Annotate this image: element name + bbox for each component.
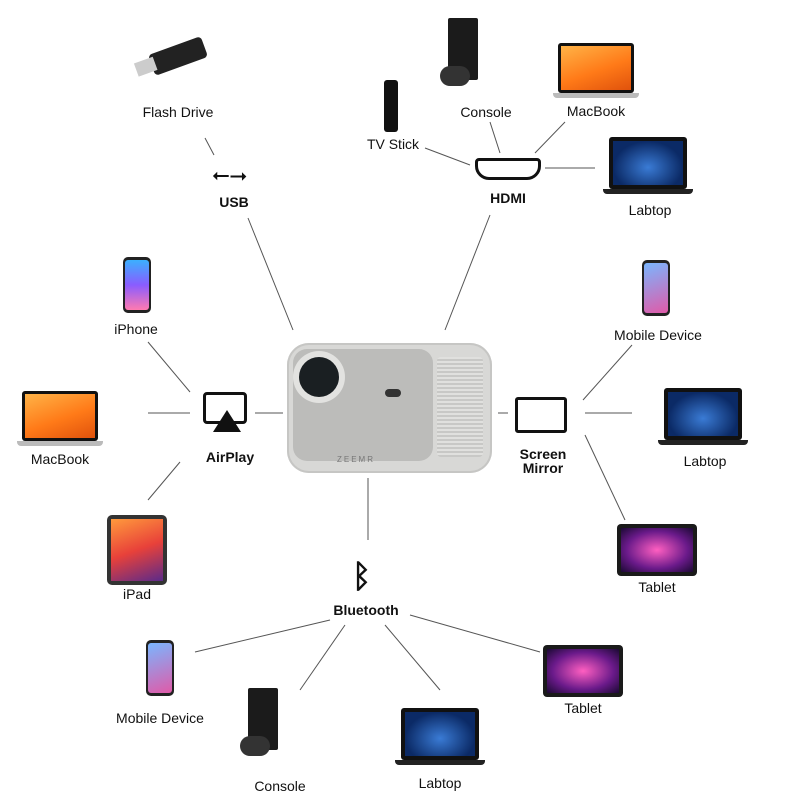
- airplay-label: AirPlay: [205, 449, 255, 465]
- tablet-label-mirror: Tablet: [638, 579, 676, 595]
- bluetooth-label: Bluetooth: [333, 602, 399, 618]
- laptop-label-hdmi: Labtop: [628, 202, 672, 218]
- hdmi-label: HDMI: [490, 190, 526, 206]
- bluetooth-icon: ᛒ: [352, 558, 372, 594]
- screen-mirror-icon: [515, 397, 567, 433]
- usb-icon: ⭠⭢: [212, 162, 248, 187]
- projector-brand: ZEEMR: [337, 455, 375, 464]
- macbook-label-hdmi: MacBook: [566, 103, 626, 119]
- iphone-icon: [123, 257, 151, 313]
- airplay-icon: [203, 392, 253, 432]
- console-label-bt: Console: [254, 778, 306, 794]
- mobile-device-icon-mirror: [642, 260, 670, 316]
- tv-stick-label: TV Stick: [366, 136, 420, 152]
- ipad-icon: [107, 515, 167, 585]
- macbook-label-airplay: MacBook: [30, 451, 90, 467]
- tablet-label-bt: Tablet: [564, 700, 602, 716]
- tablet-icon-mirror: [617, 524, 697, 576]
- tablet-icon-bt: [543, 645, 623, 697]
- ipad-label: iPad: [122, 586, 152, 602]
- tv-stick-icon: [384, 80, 398, 132]
- laptop-label-mirror: Labtop: [683, 453, 727, 469]
- flash-drive-label: Flash Drive: [142, 104, 214, 120]
- console-label-hdmi: Console: [460, 104, 512, 120]
- mobile-device-label-mirror: Mobile Device: [614, 327, 702, 343]
- lens: [299, 357, 339, 397]
- projector-image: ZEEMR: [287, 343, 492, 473]
- laptop-label-bt: Labtop: [418, 775, 462, 791]
- mobile-device-icon-bt: [146, 640, 174, 696]
- usb-label: USB: [219, 194, 249, 210]
- mobile-device-label-bt: Mobile Device: [116, 710, 204, 726]
- iphone-label: iPhone: [114, 321, 158, 337]
- hdmi-icon: [475, 158, 541, 180]
